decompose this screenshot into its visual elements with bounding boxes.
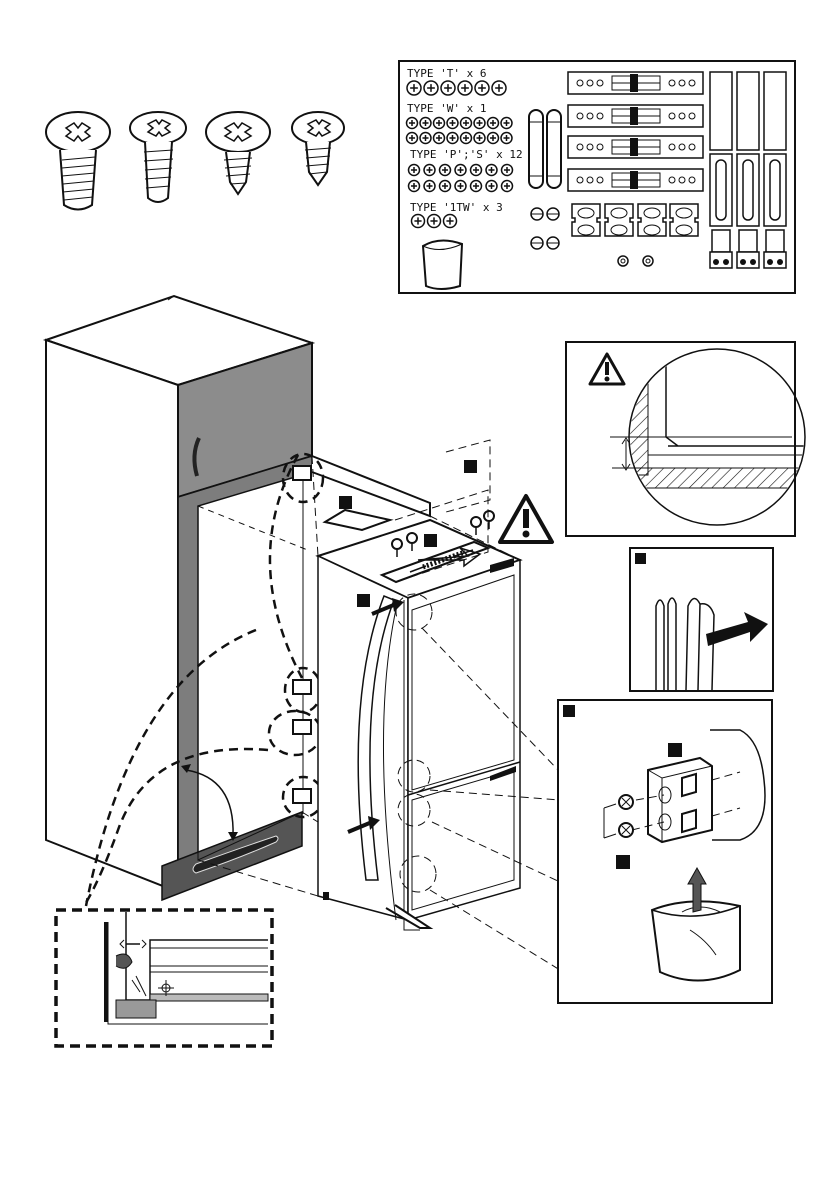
type-1tw-label: TYPE '1TW' x 3 (410, 201, 503, 214)
screw-icon (428, 215, 441, 228)
rail-icon (568, 136, 703, 158)
screw-icon (492, 81, 506, 95)
screw-icon (424, 81, 438, 95)
rail-icon (568, 72, 703, 94)
bag-icon (423, 240, 462, 289)
screw-icon (486, 165, 497, 176)
type-t-label: TYPE 'T' x 6 (407, 67, 486, 80)
detail-plinth-panel (56, 910, 272, 1046)
hinge-icon (293, 466, 311, 803)
detail-gap-panel (566, 342, 808, 536)
screw-ps-icon (206, 112, 270, 194)
screw-icon (471, 181, 482, 192)
screw-icon (458, 81, 472, 95)
detail-bracket-panel (558, 700, 772, 1003)
screw-icon (420, 118, 431, 129)
screw-icon (447, 133, 458, 144)
step-marker (424, 534, 437, 547)
screw-icon (502, 181, 513, 192)
clip-icon (670, 204, 698, 236)
screw-icon (420, 133, 431, 144)
bracket-icon (764, 72, 786, 268)
bracket-set (710, 72, 786, 268)
screw-icon (455, 181, 466, 192)
step-marker (563, 705, 575, 717)
screw-icon (486, 181, 497, 192)
screw-icon (434, 133, 445, 144)
screw-icon (434, 118, 445, 129)
screw-icon (474, 133, 485, 144)
warning-icon (500, 496, 552, 542)
screw-icon (488, 133, 499, 144)
screw-icon (475, 81, 489, 95)
screw-types-illustration (46, 112, 344, 210)
screw-icon (424, 165, 435, 176)
detail-seal-panel (630, 548, 773, 691)
screw-icon (440, 181, 451, 192)
screw-icon (447, 118, 458, 129)
kit-contents-panel: TYPE 'T' x 6 TYPE 'W' x 1 TYPE 'P';'S' x… (399, 61, 795, 293)
rail-icon (568, 169, 703, 191)
screw-t-icon (46, 112, 110, 210)
screw-w-icon (130, 112, 186, 202)
bracket-icon (737, 72, 759, 268)
screw-icon (501, 133, 512, 144)
step-marker (339, 496, 352, 509)
step-marker (635, 553, 646, 564)
clip-icon (638, 204, 666, 236)
clip-icon (572, 204, 600, 236)
screw-icon (444, 215, 457, 228)
screw-icon (461, 133, 472, 144)
screw-icon (412, 215, 425, 228)
screw-icon (461, 118, 472, 129)
step-marker (668, 743, 682, 757)
screw-icon (474, 118, 485, 129)
screw-icon (407, 118, 418, 129)
screw-icon (455, 165, 466, 176)
screw-icon (471, 165, 482, 176)
step-marker (464, 460, 477, 473)
screw-icon (501, 118, 512, 129)
screw-icon (407, 81, 421, 95)
screw-icon (440, 165, 451, 176)
type-w-label: TYPE 'W' x 1 (407, 102, 486, 115)
screw-1tw-icon (292, 112, 344, 185)
screw-icon (502, 165, 513, 176)
screw-icon (488, 118, 499, 129)
screw-icon (424, 181, 435, 192)
bag-icon (652, 901, 740, 980)
screw-icon (407, 133, 418, 144)
type-ps-label: TYPE 'P';'S' x 12 (410, 148, 523, 161)
screw-icon (441, 81, 455, 95)
screw-icon (409, 181, 420, 192)
clip-icon (605, 204, 633, 236)
screw-icon (409, 165, 420, 176)
bracket-icon (710, 72, 732, 268)
step-marker (357, 594, 370, 607)
step-marker (616, 855, 630, 869)
rail-icon (568, 105, 703, 127)
